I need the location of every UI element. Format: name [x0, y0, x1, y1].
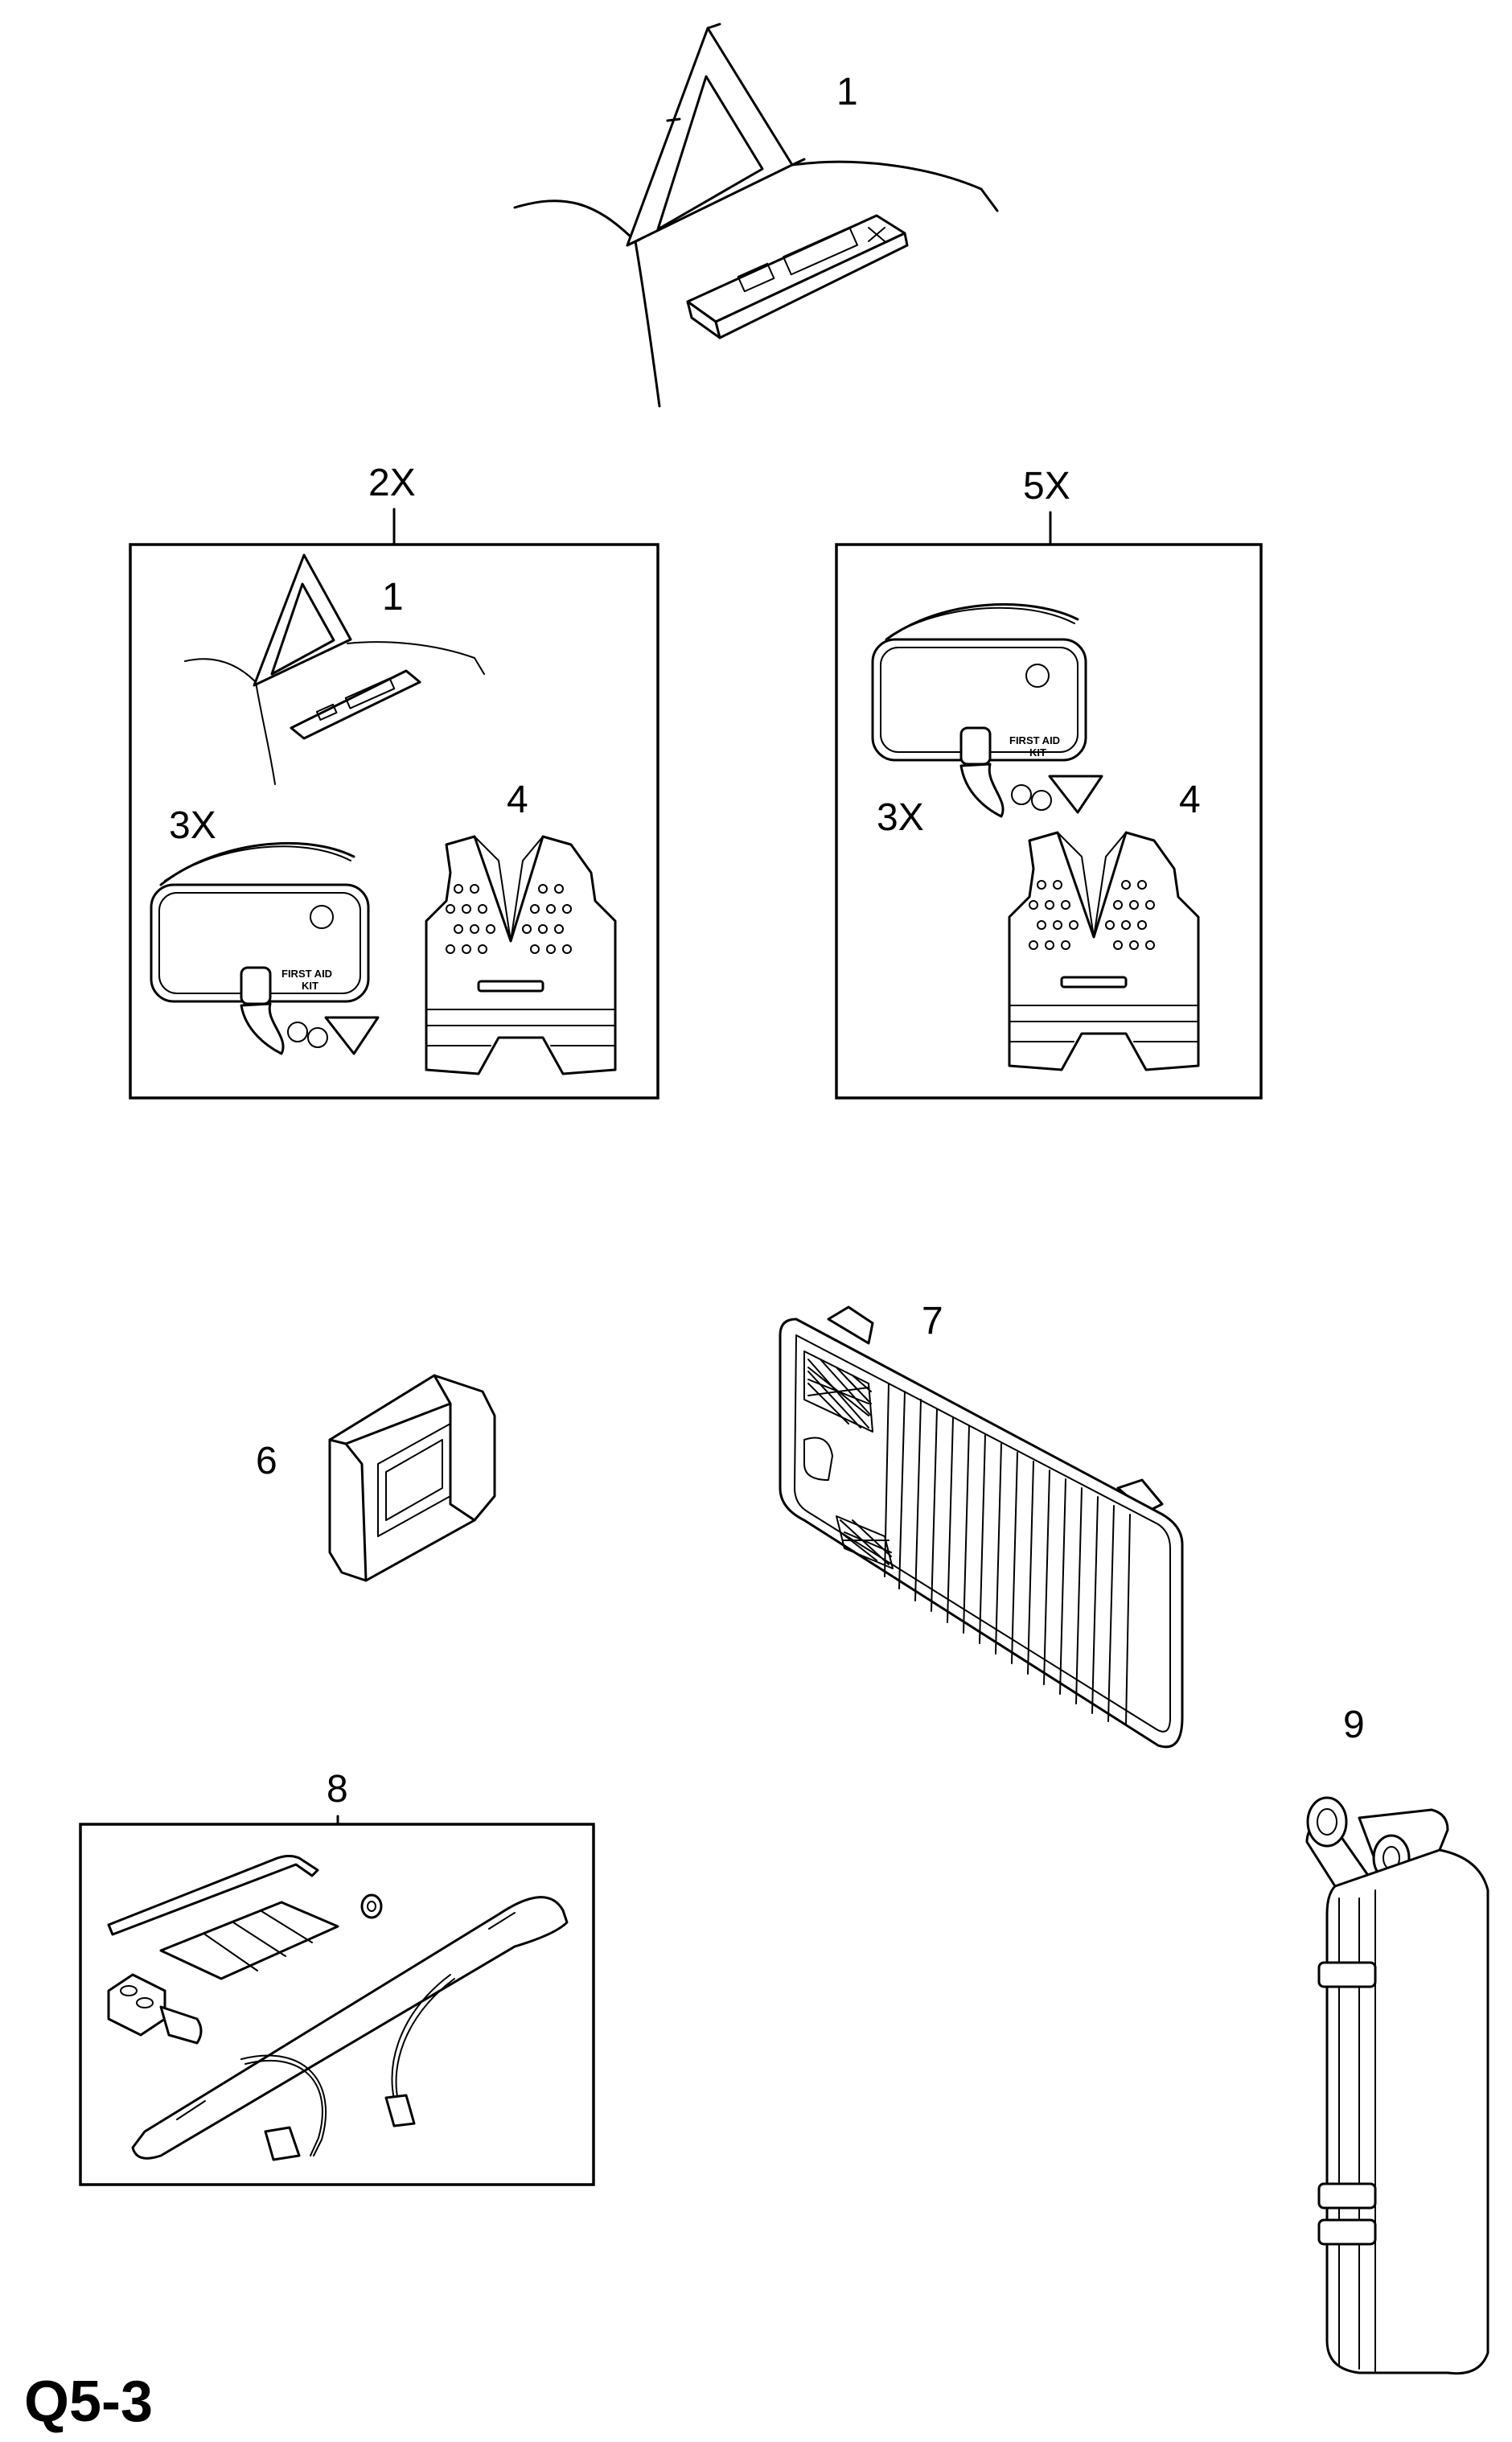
first-aid-bag-illustration: FIRST AID KIT — [150, 841, 380, 1055]
item-7-organizer-panel-illustration — [779, 1305, 1184, 1749]
first-aid-bag-illustration: FIRST AID KIT — [871, 602, 1103, 818]
bandage-roll — [240, 966, 272, 1005]
callout-7: 7 — [922, 1300, 943, 1342]
callout-3x-in-2x: 3X — [169, 804, 216, 847]
warning-triangle-small-illustration — [184, 553, 485, 785]
kit-label-line1: FIRST AID — [281, 968, 332, 980]
hex-key-tool — [107, 1855, 319, 1936]
safety-vest-illustration — [1008, 831, 1200, 1071]
safety-vest-body — [1008, 831, 1200, 1071]
callout-8: 8 — [327, 1768, 348, 1811]
callout-2x: 2X — [368, 462, 416, 504]
triangle-inner — [656, 75, 764, 231]
callout-1-in-2x: 1 — [382, 576, 404, 619]
nut-part — [360, 1893, 383, 1919]
kit-2x-frame — [129, 543, 659, 1100]
instruction-card — [159, 1901, 339, 1980]
callout-5x: 5X — [1023, 465, 1070, 508]
cable — [240, 2054, 327, 2156]
tow-strap — [131, 1896, 569, 2160]
car-body-line — [791, 160, 999, 212]
bag-badge-icon — [1025, 664, 1050, 688]
fire-extinguisher-illustration — [1305, 1796, 1489, 2375]
tool-kit-8-frame — [79, 1823, 595, 2186]
item-6-block-illustration — [328, 1374, 496, 1582]
cable — [391, 1974, 451, 2100]
car-body-line — [513, 199, 637, 243]
callout-1-top: 1 — [836, 71, 858, 113]
car-body-line — [634, 240, 661, 408]
kit-label-line2: KIT — [1029, 746, 1046, 758]
tool-kit-illustration — [107, 1855, 569, 2161]
bag-badge-icon — [310, 905, 334, 929]
safety-vest-body — [425, 835, 617, 1075]
kit-label-line2: KIT — [302, 980, 318, 992]
safety-vest-illustration — [425, 835, 617, 1075]
callout-4-in-5x: 4 — [1179, 779, 1201, 821]
mesh-pocket — [803, 1350, 873, 1433]
kit-label-line1: FIRST AID — [1009, 734, 1060, 746]
callout-4-in-2x: 4 — [507, 779, 528, 821]
kit-5x-frame — [835, 543, 1263, 1100]
page-code: Q5-3 — [24, 2370, 153, 2434]
warning-triangle-illustration — [513, 23, 999, 408]
callout-3x-in-5x: 3X — [877, 796, 924, 839]
callout-9: 9 — [1343, 1704, 1365, 1746]
callout-6: 6 — [256, 1440, 277, 1482]
extinguisher-cylinder — [1325, 1848, 1489, 2375]
organizer-slats — [884, 1383, 1131, 1726]
bandage-roll — [959, 726, 992, 766]
